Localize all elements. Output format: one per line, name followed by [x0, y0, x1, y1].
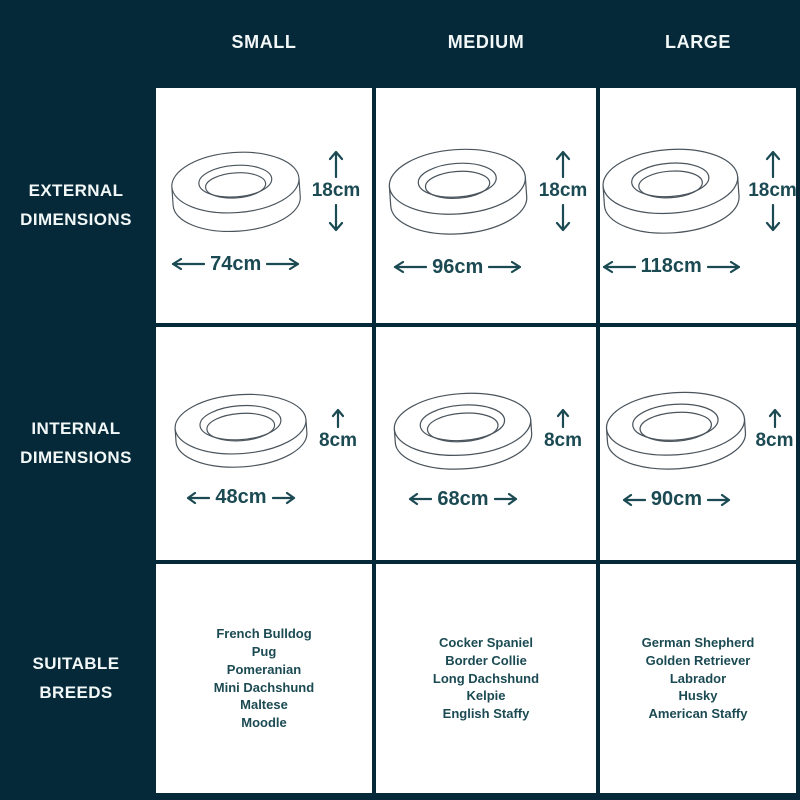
row-label-line: BREEDS	[39, 682, 113, 702]
width-annotation: 68cm	[406, 488, 519, 511]
external-small-cell: 18cm 74cm	[156, 88, 372, 323]
arrow-right-icon	[488, 260, 522, 274]
arrow-up-icon	[765, 150, 780, 178]
breed-item: Long Dachshund	[432, 670, 540, 686]
width-label: 90cm	[650, 488, 703, 510]
height-annotation: 8cm	[755, 406, 794, 452]
height-annotation: 18cm	[538, 148, 588, 234]
width-annotation: 74cm	[169, 253, 302, 276]
width-annotation: 96cm	[391, 256, 524, 279]
breed-item: Pug	[251, 644, 277, 660]
breed-item: Maltese	[240, 697, 288, 713]
width-label: 68cm	[437, 487, 489, 510]
internal-small-cell: 8cm 48cm	[156, 327, 372, 560]
row-label-line: INTERNAL	[31, 419, 121, 439]
height-label: 8cm	[318, 429, 358, 451]
arrow-down-icon	[555, 203, 571, 231]
breed-item: Golden Retriever	[645, 652, 751, 668]
donut-bed-illustration	[393, 392, 533, 470]
arrow-right-icon	[706, 260, 740, 273]
donut-bed-illustration	[174, 393, 308, 468]
breeds-medium-list: Cocker Spaniel Border Collie Long Dachsh…	[376, 564, 596, 793]
internal-medium-cell: 8cm 68cm	[376, 327, 596, 560]
row-label-line: EXTERNAL	[28, 181, 124, 201]
arrow-right-icon	[266, 257, 300, 271]
row-label-internal-dimensions: INTERNAL DIMENSIONS	[0, 327, 152, 560]
donut-bed-illustration	[602, 148, 740, 234]
height-annotation: 8cm	[544, 406, 582, 452]
breed-item: American Staffy	[648, 706, 748, 721]
height-annotation: 8cm	[319, 406, 357, 452]
arrow-down-icon	[765, 203, 780, 231]
corner-spacer	[0, 0, 152, 84]
breed-item: Mini Dachshund	[213, 679, 315, 695]
height-label: 8cm	[543, 429, 583, 451]
height-label: 18cm	[748, 179, 797, 201]
breed-item: Labrador	[669, 670, 727, 686]
width-label: 96cm	[432, 255, 484, 278]
breed-item: Cocker Spaniel	[439, 635, 533, 651]
breed-item: Moodle	[241, 714, 287, 730]
arrow-up-icon	[331, 408, 345, 428]
width-annotation: 90cm	[620, 488, 733, 511]
breed-item: Kelpie	[466, 688, 506, 704]
height-annotation: 18cm	[748, 148, 797, 234]
height-annotation: 18cm	[311, 148, 361, 234]
donut-bed-illustration	[170, 151, 301, 232]
breeds-large-list: German Shepherd Golden Retriever Labrado…	[600, 564, 796, 793]
breed-item: Husky	[678, 688, 718, 704]
width-label: 118cm	[640, 255, 702, 277]
arrow-right-icon	[271, 491, 295, 504]
row-label-line: SUITABLE	[32, 654, 120, 674]
arrow-right-icon	[493, 492, 517, 506]
column-header-medium: MEDIUM	[447, 31, 525, 52]
column-header-large: LARGE	[665, 31, 731, 52]
width-annotation: 118cm	[600, 255, 743, 278]
column-header-small: SMALL	[231, 31, 297, 52]
internal-large-cell: 8cm 90cm	[600, 327, 796, 560]
height-label: 18cm	[538, 179, 588, 201]
external-large-cell: 18cm 118cm	[600, 88, 797, 323]
width-label: 48cm	[215, 486, 267, 508]
arrow-up-icon	[328, 150, 344, 178]
row-label-line: DIMENSIONS	[20, 209, 132, 229]
row-label-external-dimensions: EXTERNAL DIMENSIONS	[0, 88, 152, 323]
row-label-suitable-breeds: SUITABLE BREEDS	[0, 564, 152, 793]
breeds-small-list: French Bulldog Pug Pomeranian Mini Dachs…	[156, 564, 372, 793]
arrow-left-icon	[187, 491, 211, 504]
breed-item: German Shepherd	[641, 635, 755, 651]
arrow-left-icon	[409, 492, 433, 506]
arrow-left-icon	[622, 493, 646, 506]
width-label: 74cm	[210, 252, 262, 275]
arrow-up-icon	[555, 150, 571, 178]
external-medium-cell: 18cm 96cm	[376, 88, 596, 323]
donut-bed-illustration	[388, 148, 528, 235]
arrow-left-icon	[394, 260, 428, 274]
height-label: 18cm	[311, 179, 361, 201]
breed-item: Border Collie	[445, 652, 527, 668]
height-label: 8cm	[755, 429, 794, 451]
arrow-up-icon	[768, 408, 781, 428]
arrow-left-icon	[602, 260, 636, 273]
arrow-left-icon	[172, 257, 206, 271]
breed-item: French Bulldog	[216, 626, 312, 642]
arrow-down-icon	[328, 203, 344, 231]
donut-bed-illustration	[606, 391, 747, 470]
arrow-right-icon	[707, 493, 731, 506]
arrow-up-icon	[556, 408, 570, 428]
row-label-line: DIMENSIONS	[20, 447, 132, 467]
breed-item: English Staffy	[442, 706, 530, 721]
width-annotation: 48cm	[184, 486, 297, 509]
breed-item: Pomeranian	[226, 661, 302, 677]
